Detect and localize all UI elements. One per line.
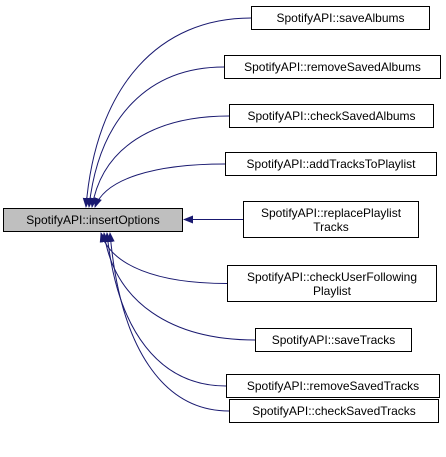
caller-node-label: SpotifyAPI::saveTracks xyxy=(271,333,396,347)
call-edge xyxy=(82,17,252,208)
caller-node-label: SpotifyAPI::removeSavedTracks xyxy=(246,379,420,393)
caller-node-save-tracks[interactable]: SpotifyAPI::saveTracks xyxy=(255,328,412,352)
call-edge xyxy=(103,232,227,387)
caller-node-save-albums[interactable]: SpotifyAPI::saveAlbums xyxy=(251,6,430,30)
caller-node-label: SpotifyAPI::checkSavedAlbums xyxy=(247,109,416,123)
call-edge xyxy=(86,66,225,208)
root-node-insert-options[interactable]: SpotifyAPI::insertOptions xyxy=(3,208,183,232)
caller-node-label-line-1: SpotifyAPI::replacePlaylist xyxy=(260,205,402,220)
caller-node-label-line-2: Playlist xyxy=(312,283,351,298)
caller-node-label: SpotifyAPI::removeSavedAlbums xyxy=(244,60,421,74)
caller-node-label: SpotifyAPI::checkSavedTracks xyxy=(252,404,416,418)
caller-node-add-tracks-to-playlist[interactable]: SpotifyAPI::addTracksToPlaylist xyxy=(225,152,437,176)
caller-node-replace-playlist-tracks[interactable]: SpotifyAPI::replacePlaylist Tracks xyxy=(243,201,419,238)
call-edge xyxy=(94,163,226,208)
caller-node-check-saved-tracks[interactable]: SpotifyAPI::checkSavedTracks xyxy=(229,399,439,423)
caller-node-label: SpotifyAPI::addTracksToPlaylist xyxy=(246,157,416,171)
caller-node-check-saved-albums[interactable]: SpotifyAPI::checkSavedAlbums xyxy=(229,104,434,128)
call-edge xyxy=(89,115,230,208)
root-node-label: SpotifyAPI::insertOptions xyxy=(26,213,160,227)
caller-node-label-line-2: Tracks xyxy=(313,219,349,234)
call-edge xyxy=(106,232,230,412)
caller-node-label-line-1: SpotifyAPI::checkUserFollowing xyxy=(246,269,418,284)
call-edge xyxy=(99,232,228,284)
caller-node-remove-saved-tracks[interactable]: SpotifyAPI::removeSavedTracks xyxy=(226,374,440,398)
caller-node-remove-saved-albums[interactable]: SpotifyAPI::removeSavedAlbums xyxy=(224,55,441,79)
caller-node-check-user-following-playlist[interactable]: SpotifyAPI::checkUserFollowing Playlist xyxy=(227,265,437,302)
caller-node-label: SpotifyAPI::saveAlbums xyxy=(276,11,405,25)
